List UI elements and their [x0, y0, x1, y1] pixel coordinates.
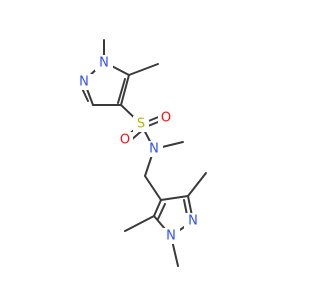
bond-c5b-c4b-double: [157, 203, 166, 220]
bonds: [79, 39, 207, 267]
atom-oxygen-right: O: [161, 111, 171, 126]
bond-c5-methyl: [128, 63, 159, 76]
atom-labels: N N S O O N N N: [75, 55, 202, 244]
atom-n-ring2-a: N: [188, 214, 198, 229]
atom-oxygen-left: O: [120, 133, 130, 148]
bond-c5b-methyl: [124, 215, 155, 232]
molecule-structure: N N S O O N N N: [75, 39, 207, 267]
atom-sulfur: S: [137, 117, 145, 132]
bond-c5b-c4b: [153, 199, 162, 217]
atom-n-ring1-a: N: [99, 56, 109, 71]
bond-c3b-methyl: [187, 172, 207, 197]
bond-c5-c4-double: [117, 78, 126, 104]
atom-n-amide: N: [149, 142, 159, 157]
atom-n-ring2-b: N: [166, 229, 176, 244]
bond-ch2-c4b: [144, 175, 162, 201]
bond-c4b-c3b: [160, 195, 189, 201]
bond-c5-c4: [120, 74, 130, 106]
atom-n-ring1-b: N: [79, 75, 89, 90]
